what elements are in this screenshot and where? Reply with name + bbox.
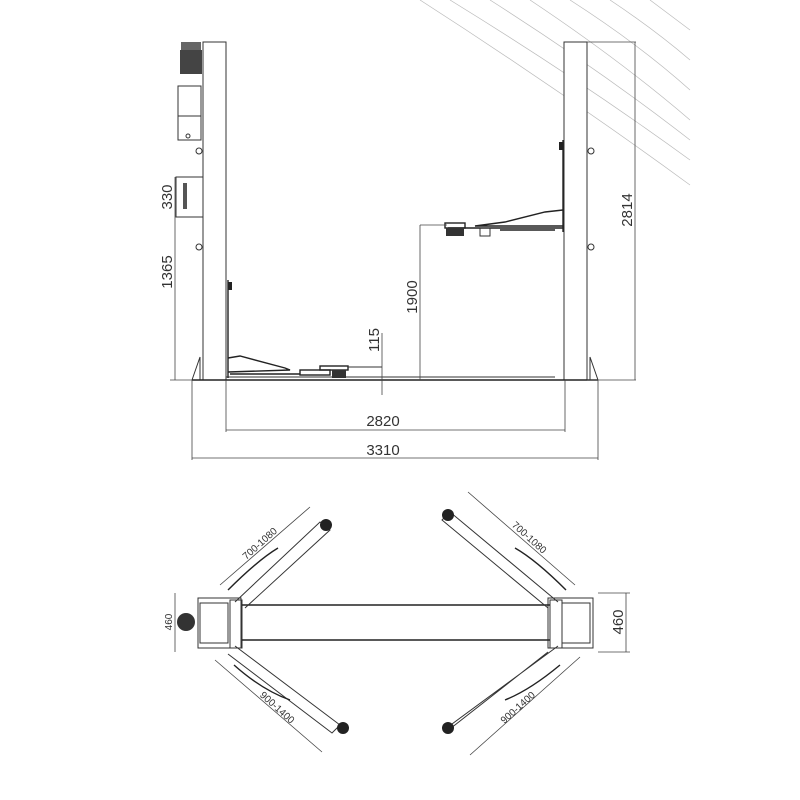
lower-arm: [227, 280, 382, 378]
dim-control-box: 330: [159, 184, 176, 209]
background-arcs: [419, 0, 691, 186]
top-dimensions: [174, 491, 630, 756]
side-dimensions: [170, 41, 636, 460]
dim-max-lift: 1900: [404, 280, 421, 313]
dim-rear-arm-right: 900-1400: [499, 690, 538, 727]
dim-overall-width: 3310: [366, 442, 399, 459]
motor-top: [177, 613, 195, 631]
side-view: 2814 330 1365 1900 115 2820 3310: [159, 41, 636, 460]
dim-column-height: 2814: [619, 193, 636, 226]
dim-inner-width: 2820: [366, 413, 399, 430]
top-view: 700-1080 900-1400 700-1080 900-1400 460 …: [164, 491, 630, 756]
dim-control-box-height: 1365: [159, 255, 176, 288]
left-base-plate: [197, 597, 242, 649]
dim-rear-arm-left: 900-1400: [257, 690, 296, 727]
left-column: [202, 41, 227, 381]
right-base-plate: [547, 597, 594, 649]
motor-unit: [177, 42, 202, 141]
dim-min-pad: 115: [366, 328, 383, 352]
dim-base-depth-right: 460: [610, 609, 627, 634]
dim-base-depth-left: 460: [164, 613, 175, 630]
dim-front-arm-left: 700-1080: [241, 526, 280, 563]
dim-front-arm-right: 700-1080: [509, 520, 548, 557]
control-box: [175, 176, 204, 218]
right-column: [563, 41, 588, 381]
upper-arm: [444, 140, 564, 237]
arms: [227, 509, 567, 734]
